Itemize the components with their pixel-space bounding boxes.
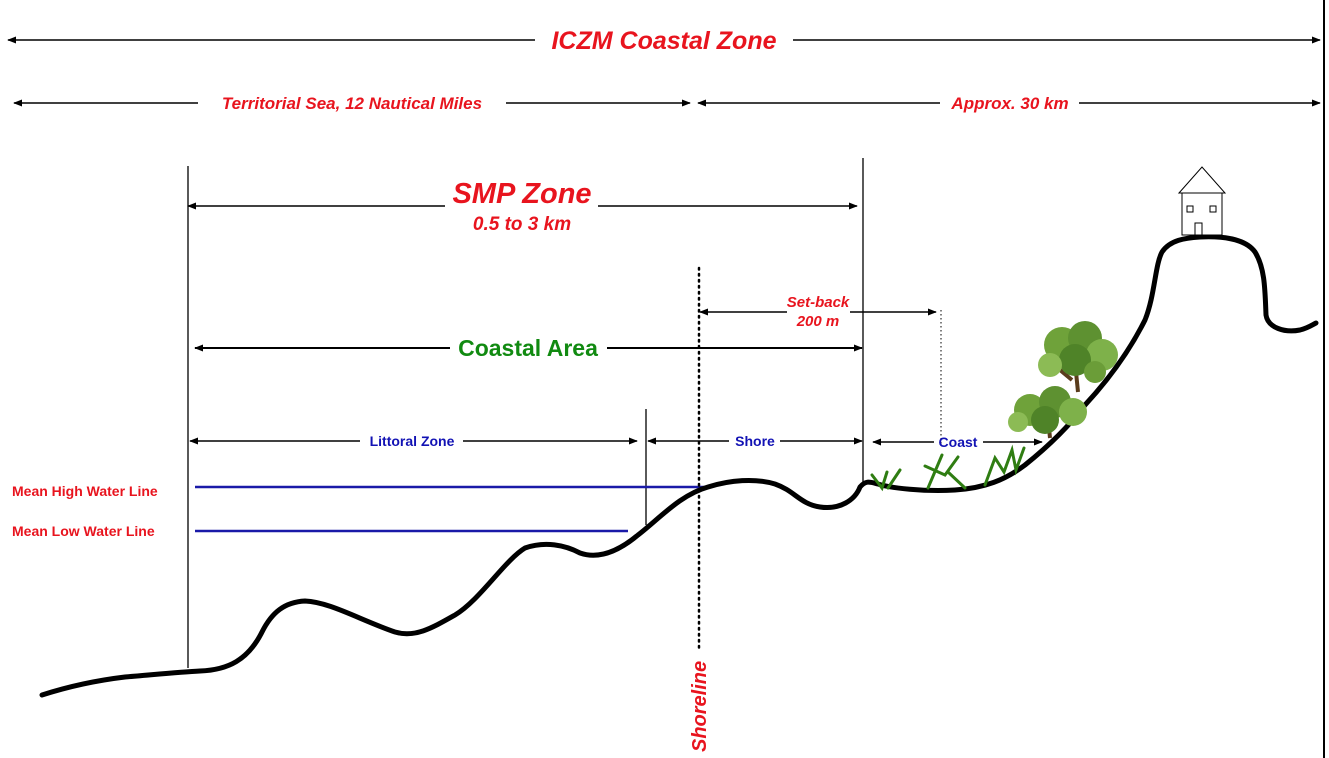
tree-icon [1008, 386, 1087, 439]
approx-30km-arrow: Approx. 30 km [697, 94, 1321, 113]
house-icon [1177, 166, 1227, 236]
territorial-sea-label: Territorial Sea, 12 Nautical Miles [222, 94, 482, 113]
littoral-zone-label: Littoral Zone [370, 433, 455, 449]
coast-arrow: Coast [872, 434, 1043, 450]
territorial-sea-arrow: Territorial Sea, 12 Nautical Miles [13, 94, 691, 113]
smp-zone-arrow: SMP Zone 0.5 to 3 km [187, 178, 858, 235]
setback-label: Set-back [787, 294, 850, 311]
iczm-arrow: ICZM Coastal Zone [7, 27, 1321, 55]
shoreline-label: Shoreline [689, 661, 711, 752]
terrain-profile [39, 234, 1319, 698]
shore-label: Shore [735, 433, 775, 449]
setback-arrow: Set-back 200 m [699, 294, 937, 330]
coastal-area-label: Coastal Area [458, 335, 598, 361]
mean-high-water-label: Mean High Water Line [12, 483, 158, 499]
tree-icon [1038, 321, 1118, 393]
mean-low-water-label: Mean Low Water Line [12, 523, 155, 539]
coastal-area-arrow: Coastal Area [194, 335, 863, 361]
smp-range-label: 0.5 to 3 km [473, 214, 571, 235]
setback-distance-label: 200 m [796, 313, 840, 330]
approx-30km-label: Approx. 30 km [950, 94, 1068, 113]
shore-arrow: Shore [647, 433, 863, 449]
coast-label: Coast [939, 434, 978, 450]
smp-zone-label: SMP Zone [452, 178, 591, 210]
littoral-zone-arrow: Littoral Zone [189, 433, 638, 449]
grass-icon [870, 444, 1026, 492]
iczm-label: ICZM Coastal Zone [551, 27, 776, 55]
